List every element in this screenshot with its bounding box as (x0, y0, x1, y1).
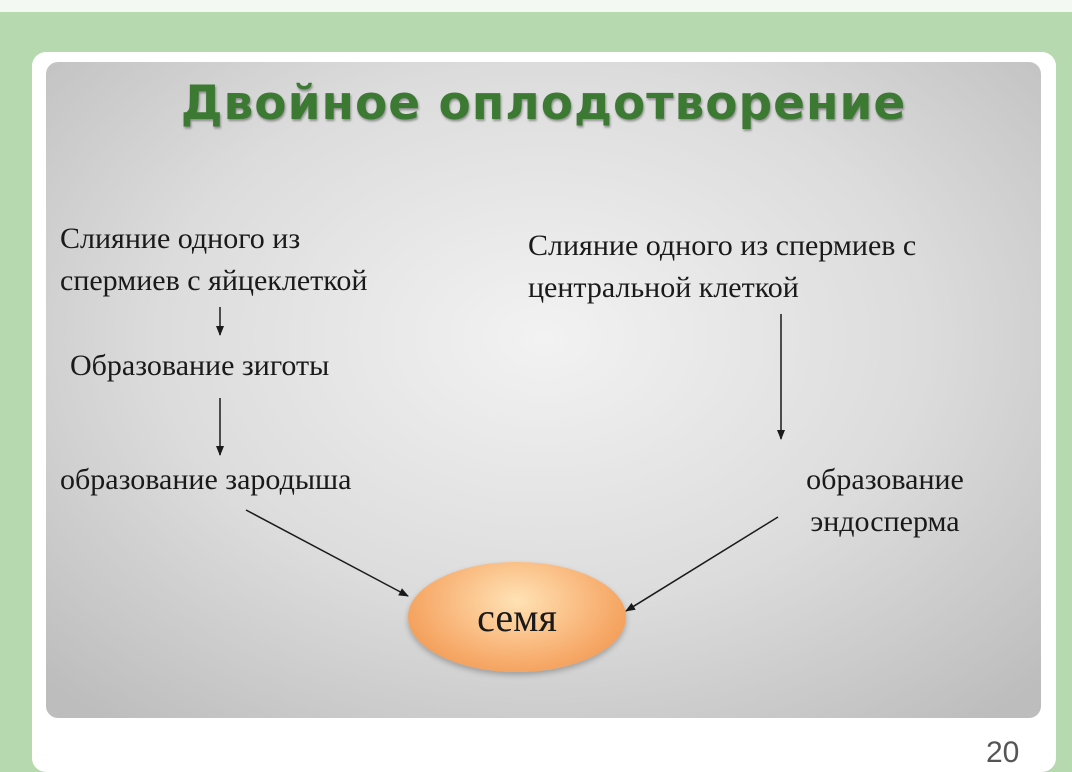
top-band (0, 0, 1072, 12)
embryo-formation-text: образование зародыша (60, 463, 352, 496)
arrow-embryo-to-seed (245, 509, 409, 597)
seed-label: семя (477, 594, 557, 640)
central-cell-fusion-text: Слияние одного из спермиев с центральной… (528, 229, 917, 304)
egg-fusion-text: Слияние одного из спермиев с яйцеклеткой (60, 222, 368, 297)
page-number: 20 (986, 736, 1020, 769)
arrows-layer (216, 307, 785, 612)
slide: Двойное оплодотворение Слияние одного из… (46, 62, 1041, 718)
endosperm-formation-text: образование эндосперма (806, 463, 964, 538)
seed-ellipse: семя (408, 562, 626, 672)
arrow-endosperm-to-seed (625, 516, 779, 612)
slide-title: Двойное оплодотворение (180, 76, 907, 131)
zygote-formation-text: Образование зиготы (70, 349, 330, 382)
